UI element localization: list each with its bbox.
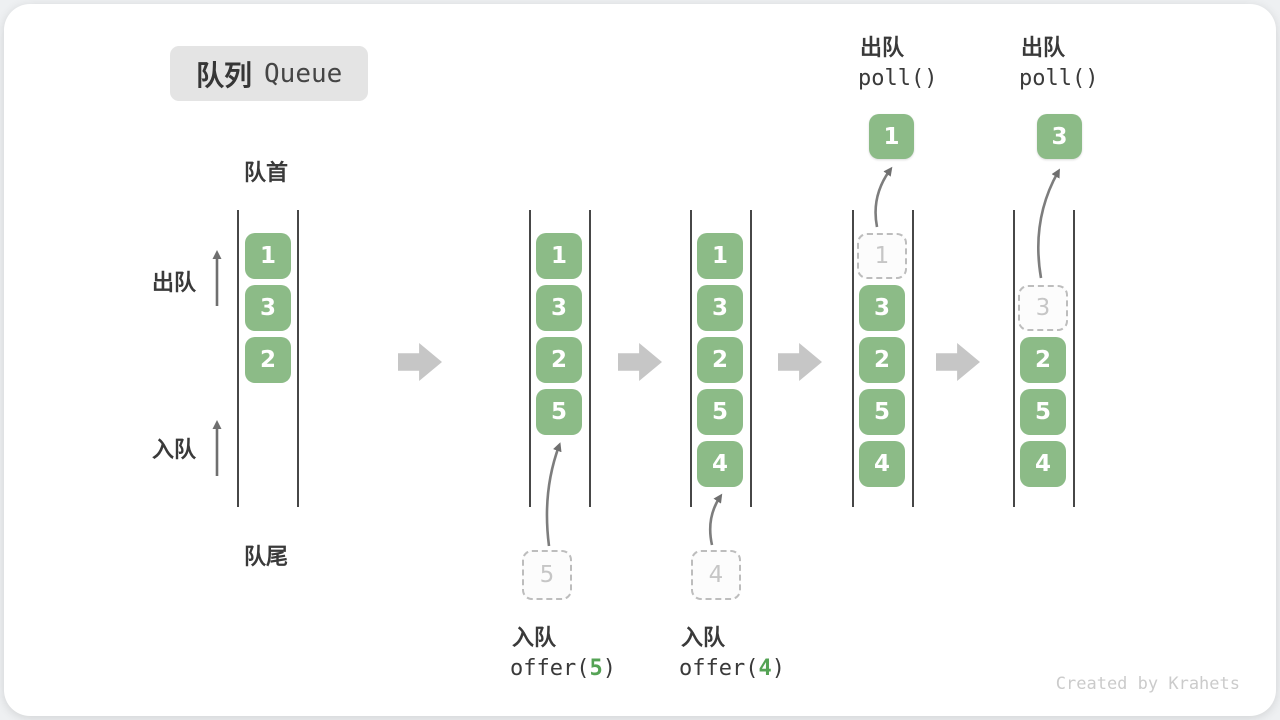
queue-cell: 2 <box>859 337 905 383</box>
poll-label: 出队 <box>1021 35 1066 60</box>
queue-cell: 2 <box>697 337 743 383</box>
offer-code: offer(4) <box>679 656 785 681</box>
queue-cell: 1 <box>245 233 291 279</box>
queue-cell: 5 <box>536 389 582 435</box>
queue-cell: 1 <box>697 233 743 279</box>
offer-arg: 5 <box>589 656 603 681</box>
polled-element: 1 <box>869 114 914 159</box>
dequeue-side-label: 出队 <box>152 270 197 295</box>
poll-code: poll() <box>858 66 938 91</box>
incoming-element: 5 <box>522 550 572 600</box>
queue-cell: 3 <box>697 285 743 331</box>
queue-cell: 4 <box>859 441 905 487</box>
queue-cell: 2 <box>245 337 291 383</box>
title-zh: 队列 <box>196 59 253 91</box>
queue-cell: 5 <box>859 389 905 435</box>
queue-wall <box>1073 210 1075 507</box>
credit-watermark: Created by Krahets <box>1055 674 1240 694</box>
enqueue-side-label: 入队 <box>152 437 197 462</box>
queue-wall <box>1013 210 1015 507</box>
queue-wall <box>852 210 854 507</box>
queue-wall <box>297 210 299 507</box>
queue-rear-label: 队尾 <box>244 544 289 569</box>
poll-code: poll() <box>1019 66 1099 91</box>
queue-cell: 3 <box>536 285 582 331</box>
queue-wall <box>750 210 752 507</box>
queue-cell: 2 <box>1020 337 1066 383</box>
queue-cell: 5 <box>697 389 743 435</box>
queue-cell: 3 <box>245 285 291 331</box>
incoming-element: 4 <box>691 550 741 600</box>
queue-wall <box>237 210 239 507</box>
queue-wall <box>589 210 591 507</box>
removed-element-slot: 1 <box>857 233 907 279</box>
polled-element: 3 <box>1037 114 1082 159</box>
queue-front-label: 队首 <box>244 160 289 185</box>
offer-label: 入队 <box>512 625 557 650</box>
poll-label: 出队 <box>860 35 905 60</box>
queue-cell: 2 <box>536 337 582 383</box>
queue-cell: 4 <box>1020 441 1066 487</box>
queue-cell: 1 <box>536 233 582 279</box>
queue-wall <box>912 210 914 507</box>
removed-element-slot: 3 <box>1018 285 1068 331</box>
offer-label: 入队 <box>681 625 726 650</box>
queue-cell: 4 <box>697 441 743 487</box>
offer-code: offer(5) <box>510 656 616 681</box>
offer-arg: 4 <box>758 656 772 681</box>
title-badge: 队列 Queue <box>170 46 369 101</box>
queue-cell: 3 <box>859 285 905 331</box>
queue-wall <box>690 210 692 507</box>
title-en: Queue <box>264 58 343 89</box>
queue-cell: 5 <box>1020 389 1066 435</box>
queue-wall <box>529 210 531 507</box>
